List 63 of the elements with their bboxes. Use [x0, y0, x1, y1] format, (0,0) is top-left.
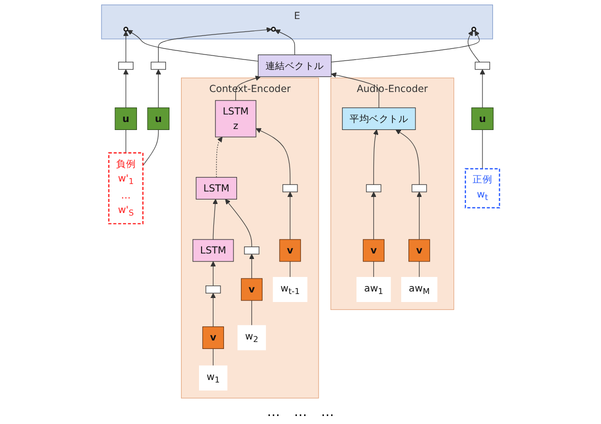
- node-box: 平均ベクトル: [342, 107, 416, 130]
- node-box: LSTM: [196, 176, 238, 200]
- connector: [251, 300, 252, 326]
- node-box: u: [114, 107, 137, 130]
- connector: [212, 348, 214, 366]
- node-bar: [244, 246, 260, 254]
- arrow: [370, 192, 376, 240]
- node-box: w$_{2}$: [238, 325, 266, 350]
- node-box: w$_{t-1}$: [272, 276, 308, 302]
- arrow: [249, 254, 254, 279]
- node-bar: [412, 184, 427, 192]
- node-box: w$_{1}$: [198, 365, 228, 391]
- connector: [418, 261, 420, 278]
- arrow: [330, 30, 480, 62]
- node-box: aw$_{1}$: [356, 276, 391, 302]
- node-box: 連結ベクトル: [258, 54, 332, 78]
- arrow: [416, 192, 422, 240]
- node-bar: [118, 62, 134, 70]
- node-box: v: [279, 239, 301, 262]
- node-box: v: [240, 278, 263, 301]
- arrow: [256, 128, 290, 185]
- connector: [142, 129, 159, 166]
- arrow: [225, 198, 252, 248]
- arrow: [216, 136, 222, 178]
- node-bar: [206, 286, 221, 294]
- ellipsis-label: …: [294, 405, 307, 420]
- arrow: [287, 192, 293, 240]
- node-box: aw$_{M}$: [401, 276, 438, 302]
- arrow: [156, 69, 162, 108]
- arrow: [123, 69, 129, 108]
- cluster: E: [101, 4, 493, 40]
- arrow: [158, 27, 272, 62]
- node-bar: [150, 62, 166, 70]
- node-bar: [282, 184, 298, 192]
- ellipsis-label: …: [321, 405, 334, 420]
- node-box: u: [471, 107, 494, 130]
- arrow: [127, 30, 258, 62]
- arrow: [468, 30, 480, 62]
- node-box: u: [147, 107, 170, 130]
- arrow: [373, 129, 378, 185]
- ellipsis-label: …: [267, 405, 280, 420]
- node-circle: [471, 26, 476, 32]
- node-box: 負例 w'$_{1}$ … w'$_{S}$: [108, 152, 144, 224]
- arrow: [396, 129, 420, 185]
- node-box: LSTM: [192, 239, 234, 262]
- node-box: v: [202, 326, 224, 349]
- arrow: [210, 292, 216, 328]
- arrow: [212, 198, 218, 240]
- node-box: 正例 w$_{t}$: [464, 168, 500, 208]
- arrow: [274, 30, 296, 56]
- node-box: LSTM z: [215, 100, 256, 138]
- node-circle: [123, 26, 128, 32]
- connector: [373, 261, 374, 278]
- arrow: [480, 69, 486, 108]
- arrow: [210, 261, 216, 286]
- arrow: [123, 30, 129, 62]
- node-box: v: [362, 239, 384, 262]
- node-box: v: [408, 239, 430, 262]
- node-bar: [366, 184, 382, 192]
- node-bar: [474, 62, 490, 70]
- connector: [482, 129, 483, 170]
- node-circle: [270, 26, 276, 32]
- arrow: [331, 72, 380, 108]
